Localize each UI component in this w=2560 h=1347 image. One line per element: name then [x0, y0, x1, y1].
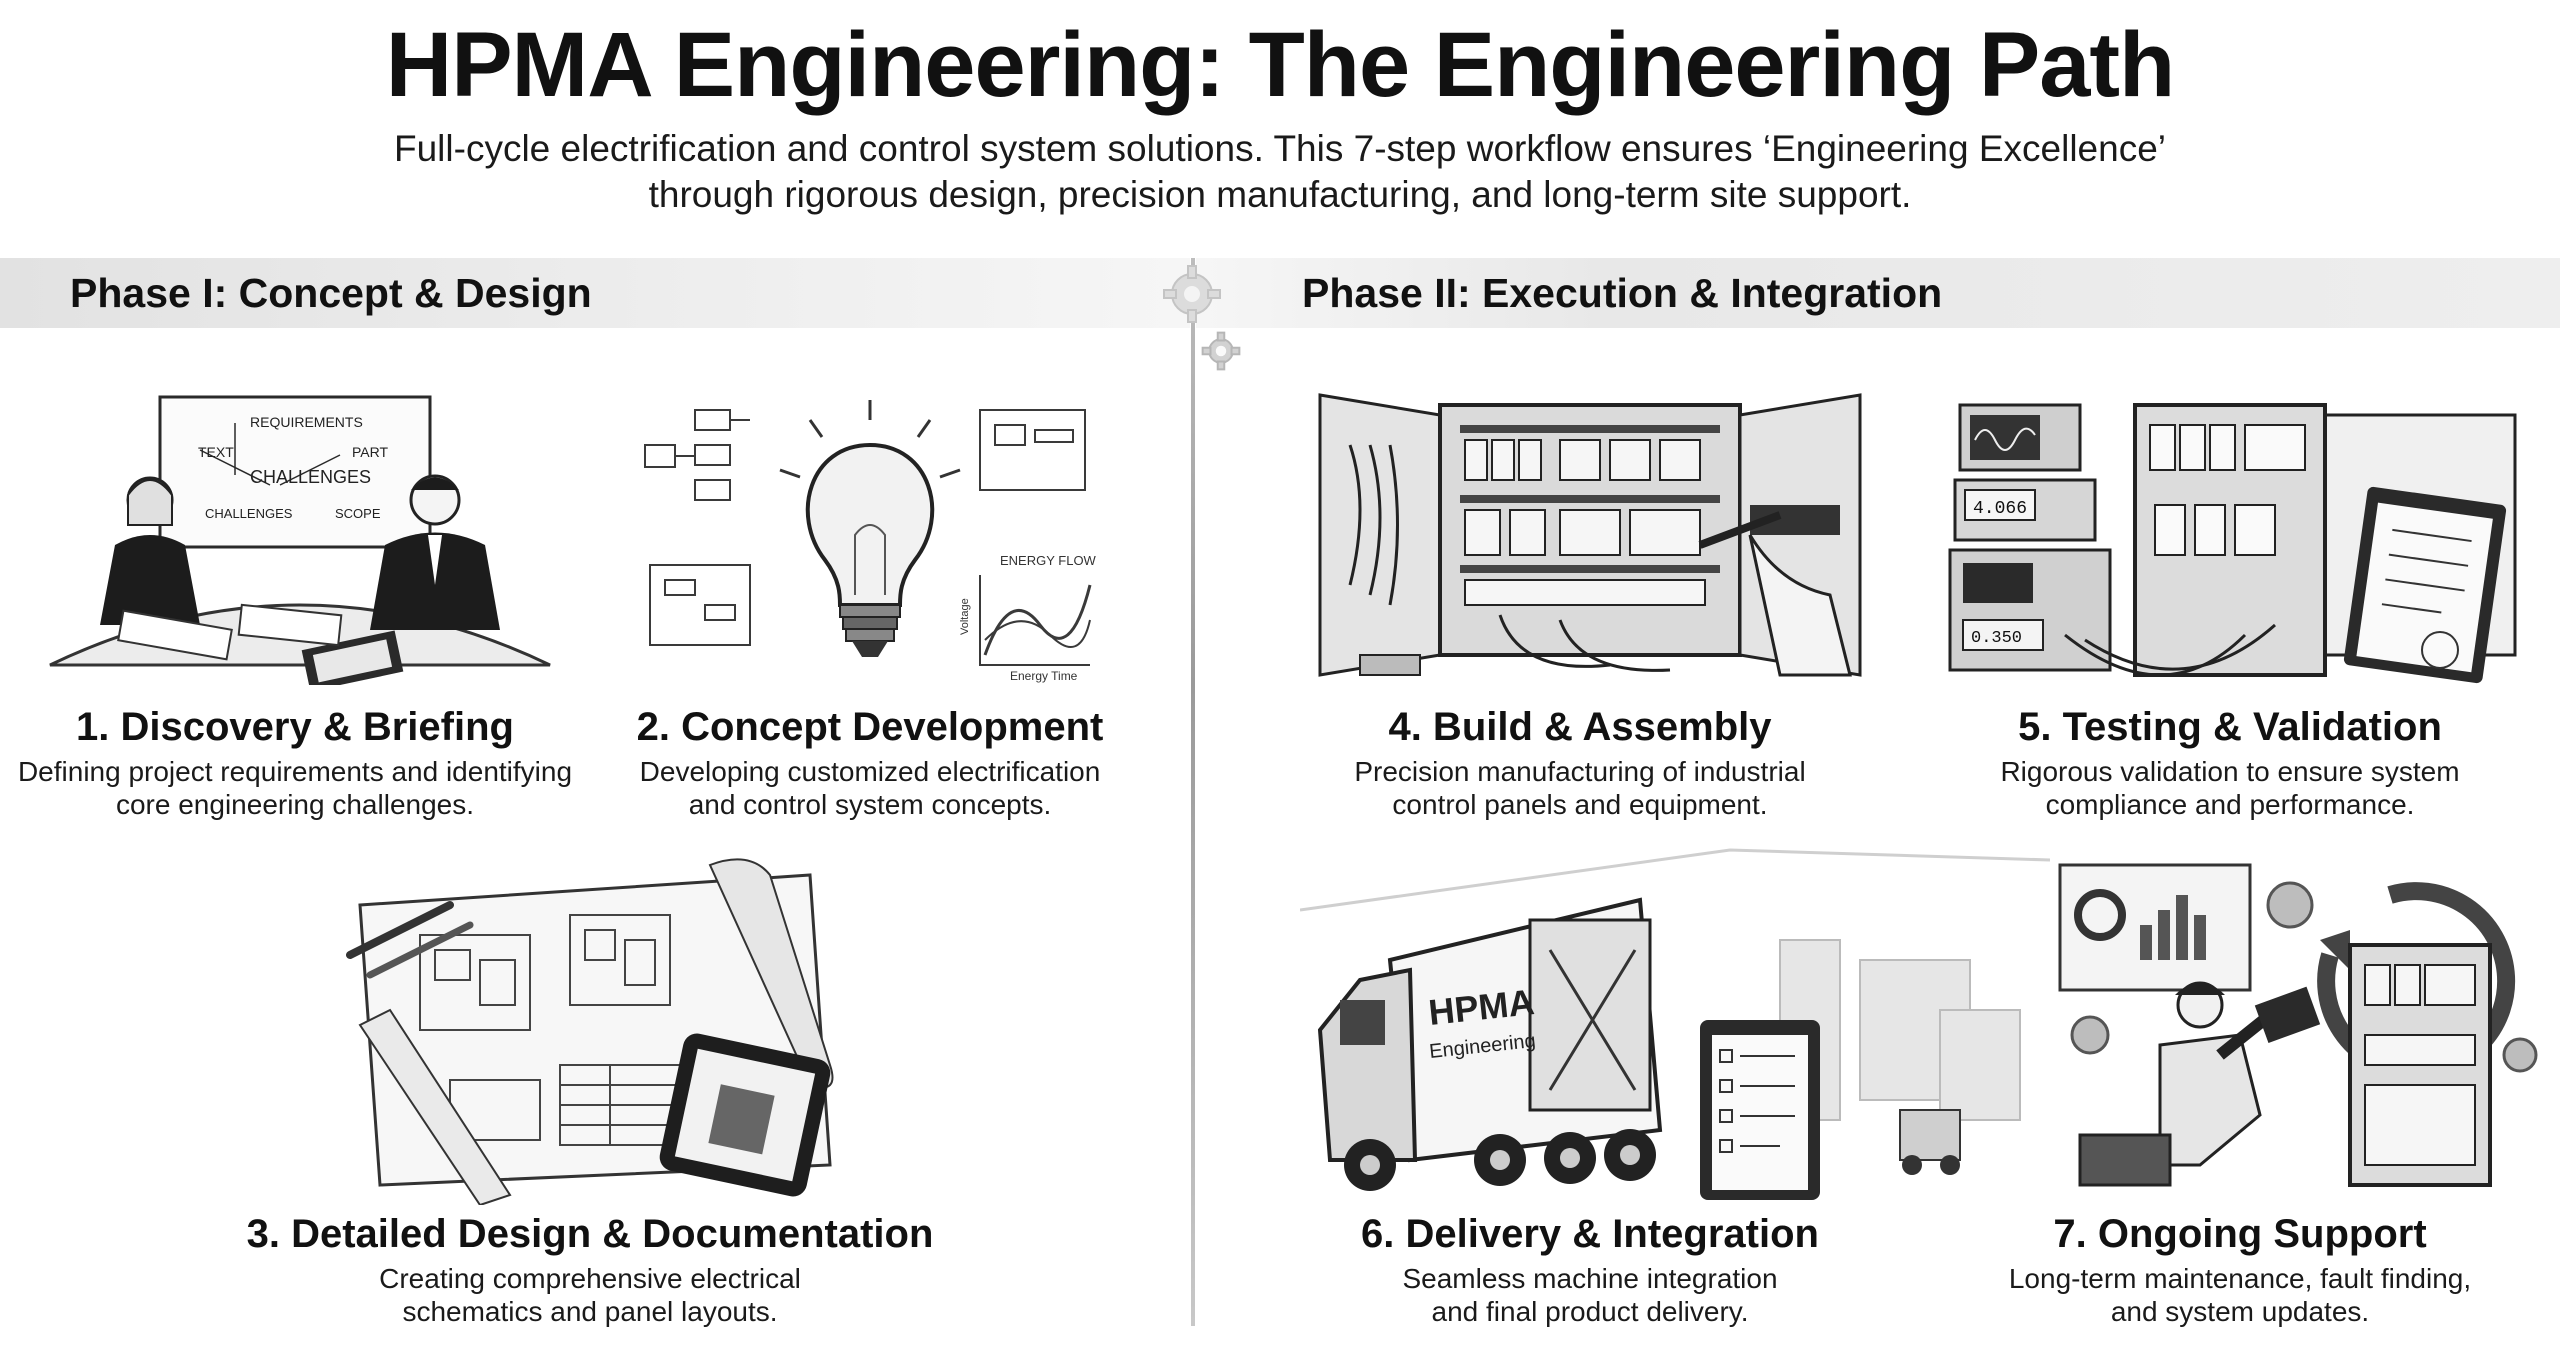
sketch-axis-y: Voltage — [959, 598, 971, 635]
sketch-axis-x: Energy Time — [1010, 669, 1078, 683]
step-1-title: 1. Discovery & Briefing — [76, 705, 514, 749]
step-3-desc-line-1: Creating comprehensive electrical — [379, 1263, 801, 1294]
step-1-desc-line-2: core engineering challenges. — [115, 789, 475, 820]
wb-requirements: REQUIREMENTS — [250, 414, 363, 430]
wb-challenges-main: CHALLENGES — [250, 467, 371, 487]
step-1-description: Defining project requirements and identi… — [0, 755, 590, 821]
step-5-title: 5. Testing & Validation — [2018, 705, 2442, 749]
step-2-desc-line-2: and control system concepts. — [688, 789, 1052, 820]
step-6-desc-line-2: and final product delivery. — [1431, 1296, 1749, 1327]
step-3-illustration — [330, 845, 850, 1205]
subtitle-line-1: Full-cycle electrification and control s… — [394, 128, 2166, 169]
step-7-desc-line-1: Long-term maintenance, fault finding, — [2008, 1263, 2472, 1294]
step-6-description: Seamless machine integration and final p… — [1300, 1262, 1880, 1328]
gear-icon — [1163, 265, 1221, 323]
step-7-title: 7. Ongoing Support — [2053, 1212, 2427, 1256]
step-5-description: Rigorous validation to ensure system com… — [1940, 755, 2520, 821]
step-2-title: 2. Concept Development — [636, 705, 1104, 749]
step-4-title: 4. Build & Assembly — [1388, 705, 1772, 749]
wb-challenges: CHALLENGES — [205, 506, 293, 521]
step-2-description: Developing customized electrification an… — [600, 755, 1140, 821]
meter-reading-1: 4.066 — [1973, 499, 2027, 519]
step-7-desc-line-2: and system updates. — [2110, 1296, 2370, 1327]
small-gear-icon — [1201, 331, 1241, 371]
page-subtitle: Full-cycle electrification and control s… — [0, 126, 2560, 218]
step-7-description: Long-term maintenance, fault finding, an… — [1960, 1262, 2520, 1328]
step-6-illustration: HPMA Engineering — [1300, 840, 2050, 1210]
step-5-desc-line-2: compliance and performance. — [2045, 789, 2415, 820]
subtitle-line-2: through rigorous design, precision manuf… — [648, 174, 1912, 215]
step-6-title: 6. Delivery & Integration — [1361, 1212, 1819, 1256]
phase-2-header: Phase II: Execution & Integration — [1196, 258, 2560, 328]
phase-divider — [1191, 258, 1195, 1326]
step-6-desc-line-1: Seamless machine integration — [1402, 1263, 1778, 1294]
step-4-desc-line-1: Precision manufacturing of industrial — [1354, 756, 1806, 787]
step-2-desc-line-1: Developing customized electrification — [639, 756, 1101, 787]
step-3-description: Creating comprehensive electrical schema… — [150, 1262, 1030, 1328]
step-4-description: Precision manufacturing of industrial co… — [1300, 755, 1860, 821]
phase-1-header: Phase I: Concept & Design — [0, 258, 1190, 328]
step-1-desc-line-1: Defining project requirements and identi… — [17, 756, 573, 787]
step-5-desc-line-1: Rigorous validation to ensure system — [2000, 756, 2460, 787]
wb-scope: SCOPE — [335, 506, 381, 521]
step-3-title: 3. Detailed Design & Documentation — [246, 1212, 934, 1256]
page-title: HPMA Engineering: The Engineering Path — [385, 14, 2175, 116]
step-2-illustration: ENERGY FLOW Energy Time Voltage — [640, 385, 1100, 685]
wb-part: PART — [352, 444, 388, 460]
wb-text: TEXT — [198, 444, 234, 460]
sketch-energy-flow: ENERGY FLOW — [1000, 553, 1097, 568]
step-7-illustration — [2050, 855, 2540, 1195]
step-4-desc-line-2: control panels and equipment. — [1392, 789, 1768, 820]
step-5-illustration: 4.066 0.350 — [1945, 385, 2535, 695]
meter-reading-2: 0.350 — [1971, 629, 2022, 648]
step-1-illustration: REQUIREMENTS TEXT PART CHALLENGES CHALLE… — [40, 385, 560, 685]
step-4-illustration — [1310, 385, 1880, 685]
phase-1-label: Phase I: Concept & Design — [70, 269, 592, 316]
step-3-desc-line-2: schematics and panel layouts. — [402, 1296, 778, 1327]
phase-2-label: Phase II: Execution & Integration — [1302, 269, 1943, 316]
